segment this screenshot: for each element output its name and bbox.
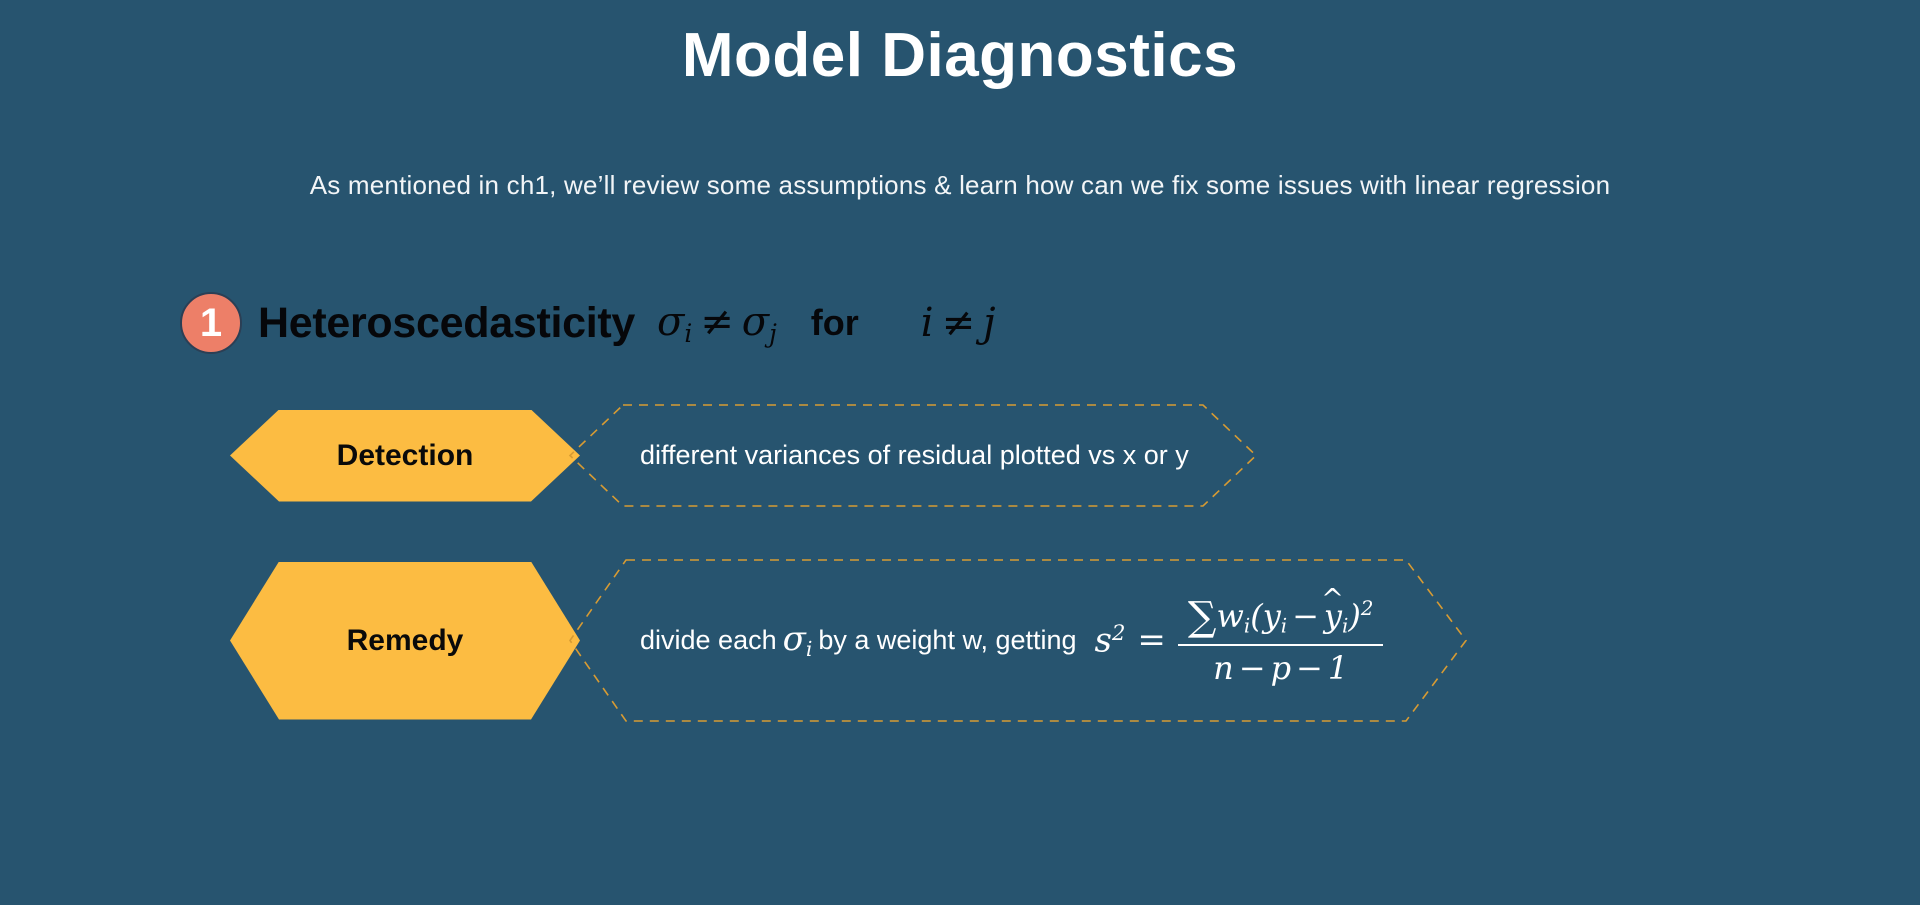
formula-denominator: n−p−1 (1177, 644, 1384, 687)
dashed-chevron-outline-icon-2 (569, 559, 1467, 722)
summation-icon: ∑ (1187, 594, 1217, 641)
section-number-badge: 1 (180, 292, 242, 354)
index-inequality-expression: i≠j (921, 300, 996, 346)
sigma-i-symbol: σi (657, 298, 693, 348)
detection-row: Detection different variances of residua… (230, 403, 1258, 508)
y-hat-symbol: ^y (1321, 583, 1344, 635)
remedy-description-part2: by a weight w, getting (818, 625, 1077, 655)
index-i-symbol: i (920, 300, 934, 346)
page-subtitle: As mentioned in ch1, we’ll review some a… (309, 170, 1611, 200)
detection-callout: different variances of residual plotted … (568, 403, 1258, 508)
formula-lhs: s2 (1094, 620, 1126, 661)
formula-fraction: ∑wi(yi−^yi)2 n−p−1 (1177, 583, 1384, 687)
section-heading-row: 1 Heteroscedasticity σi≠σj for i≠j (180, 288, 996, 358)
detection-label-hexagon[interactable]: Detection (230, 409, 580, 502)
weighted-variance-formula: s2 = ∑wi(yi−^yi)2 n−p−1 (1094, 583, 1384, 687)
for-keyword: for (810, 302, 859, 343)
remedy-label-hexagon[interactable]: Remedy (230, 561, 580, 720)
remedy-description-part1: divide each (640, 625, 777, 655)
remedy-description: divide each σi by a weight w, getting s2… (568, 558, 1468, 723)
dashed-chevron-outline-icon (568, 404, 1258, 507)
remedy-row: Remedy divide each σi by a weight w, get… (230, 558, 1468, 723)
not-equal-icon: ≠ (700, 298, 734, 345)
not-equal-icon-2: ≠ (941, 300, 976, 346)
detection-description: different variances of residual plotted … (568, 403, 1258, 508)
inline-sigma-i-symbol: σi (782, 619, 813, 662)
page-title: Model Diagnostics (681, 21, 1239, 90)
sigma-inequality-expression: σi≠σj (657, 299, 777, 348)
detection-description-text: different variances of residual plotted … (640, 440, 1189, 470)
circumflex-icon: ^ (1321, 583, 1344, 615)
section-heading-label: Heteroscedasticity (258, 298, 636, 347)
sigma-j-symbol: σj (741, 298, 777, 348)
formula-equals-icon: = (1137, 620, 1166, 661)
remedy-callout: divide each σi by a weight w, getting s2… (568, 558, 1468, 723)
formula-numerator: ∑wi(yi−^yi)2 (1187, 583, 1374, 641)
index-j-symbol: j (983, 300, 996, 346)
